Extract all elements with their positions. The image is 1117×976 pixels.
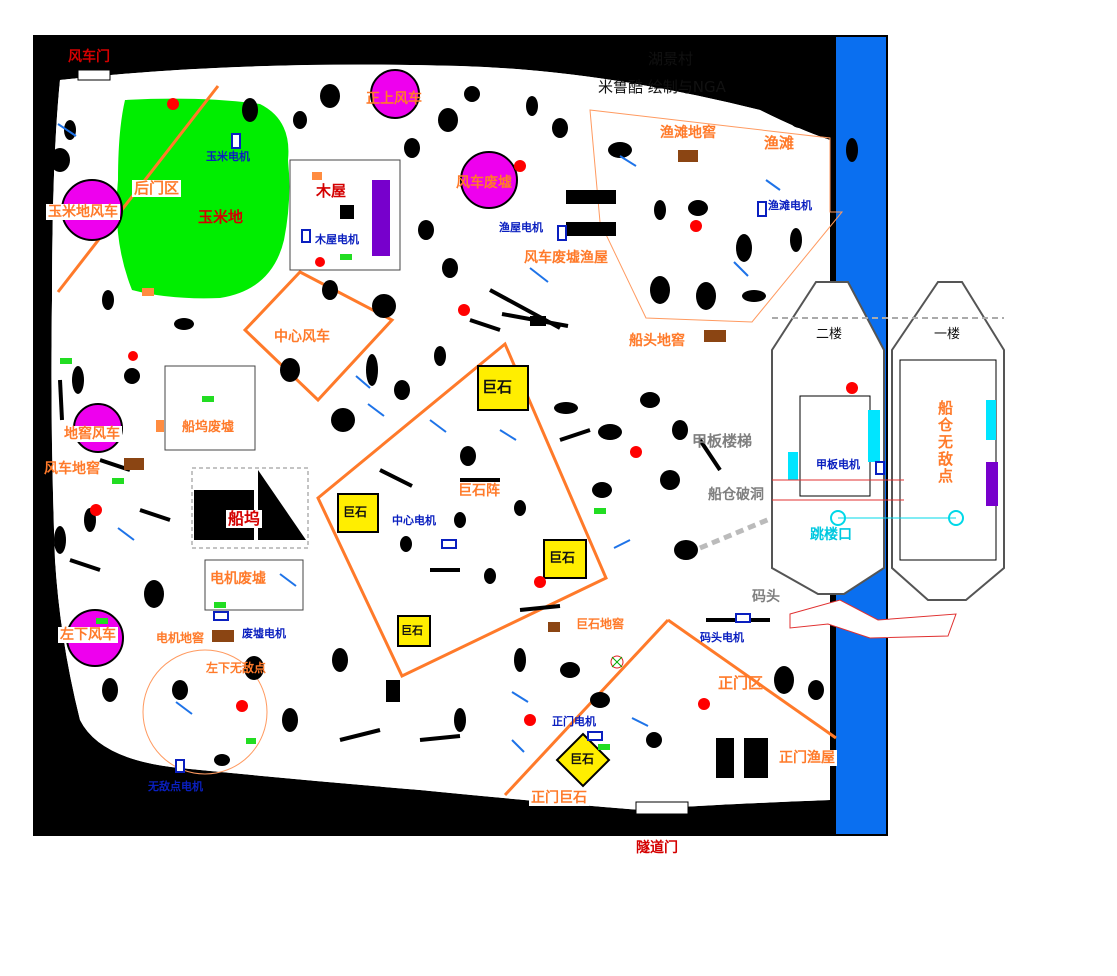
dock-label: 船坞 (226, 509, 263, 528)
hook-x-b (611, 656, 623, 668)
floor1-label: 一楼 (934, 327, 961, 342)
gen-safe-point-label: 无敌点电机 (148, 780, 203, 793)
jump-point-label: 跳楼口 (810, 527, 852, 543)
gen-fish-house-label: 渔屋电机 (499, 221, 543, 234)
windmill-cellar-area-label: 风车地窖 (44, 461, 100, 477)
red-marker-group (90, 98, 858, 726)
main-gate-boulder-label: 正门巨石 (529, 790, 589, 806)
boulder-array-label: 巨石阵 (458, 483, 500, 499)
hold-hole-label: 船仓破洞 (708, 487, 764, 503)
boulder-cellar-label: 巨石地窖 (576, 617, 625, 631)
orange-marker-group (142, 172, 322, 432)
tunnel-gate-shape (635, 801, 689, 815)
cyan-block-b (788, 452, 798, 480)
cyan-block-c (986, 400, 996, 440)
boulder-3-label: 巨石 (549, 551, 576, 566)
hold-safe-label: 船仓无敌点 (938, 399, 954, 485)
windmill-gate-label: 风车门 (68, 49, 110, 65)
beach-outline (589, 109, 844, 323)
bow-cellar-label: 船头地窖 (629, 333, 685, 349)
gen-main-gate-label: 正门电机 (552, 715, 596, 728)
back-gate-zone-label: 后门区 (132, 179, 182, 197)
windmill-cellar-label: 地窖风车 (62, 426, 122, 442)
jump-circle-b (948, 510, 964, 526)
dock-block-b (258, 470, 306, 540)
jump-circle-a (830, 510, 846, 526)
bl-safe-circle (142, 649, 268, 775)
corn-field-label: 玉米地 (198, 208, 244, 226)
main-gate-fish-house-label: 正门渔屋 (777, 750, 837, 766)
generator-group (175, 133, 885, 773)
gate-house-a (716, 738, 734, 778)
pier-bridge (789, 599, 957, 639)
main-gate-zone-label: 正门区 (718, 674, 764, 692)
cabin-building (289, 159, 401, 271)
windmill-gate-shape (77, 69, 111, 81)
fish-house-wall-b (566, 222, 616, 236)
gen-pier-label: 码头电机 (700, 631, 744, 644)
generator-cellar-label: 电机地窖 (156, 631, 205, 645)
dock-ruins-label: 船坞废墟 (182, 420, 235, 435)
beach-label: 渔滩 (764, 134, 795, 152)
boulder-5-label: 巨石 (570, 752, 595, 766)
gen-ruins-label: 废墟电机 (242, 627, 286, 640)
map-credit: 米鲁酷 绘制与NGA (598, 78, 726, 96)
hold-hole-path (699, 515, 773, 551)
boulder-4-label: 巨石 (401, 624, 423, 637)
obstacle-group (50, 84, 858, 776)
ship-hull (771, 281, 1005, 601)
dock-ruins-building (164, 365, 256, 451)
hold-room (899, 359, 997, 561)
cabin-label: 木屋 (316, 182, 347, 200)
corn-field (116, 98, 290, 299)
windmill-top-label: 正上风车 (366, 91, 422, 107)
window-group (57, 123, 781, 753)
ruins-fish-house-label: 风车废墟渔屋 (524, 250, 608, 266)
hold-purple-block (986, 462, 998, 506)
beach-cellar-label: 渔滩地窖 (660, 125, 716, 141)
cellar-group (124, 150, 726, 642)
gen-cabin-label: 木屋电机 (315, 233, 359, 246)
deck-stairs-label: 甲板楼梯 (692, 432, 753, 450)
gate-house-b (744, 738, 768, 778)
boulder-2-label: 巨石 (343, 505, 368, 519)
cyan-block-a (868, 410, 880, 462)
generator-ruins-label: 电机废墟 (210, 571, 266, 587)
gen-deck-label: 甲板电机 (816, 458, 860, 471)
fence-group (58, 288, 770, 742)
pallet-group (60, 254, 610, 750)
dock-outline (191, 467, 309, 549)
gen-center-label: 中心电机 (392, 514, 436, 527)
floor2-label: 二楼 (816, 327, 843, 342)
windmill-bl-label: 左下风车 (58, 627, 118, 643)
gen-beach-label: 渔滩电机 (768, 199, 812, 212)
hook-marker (610, 655, 624, 669)
tunnel-gate-label: 隧道门 (636, 840, 678, 856)
windmill-center-label: 中心风车 (274, 329, 330, 345)
windmill-ruins-label: 风车废墟 (456, 175, 512, 191)
pier-label: 码头 (752, 589, 780, 605)
map-outer-ground (35, 37, 836, 835)
generator-ruins-building (204, 559, 304, 611)
boulder-1-label: 巨石 (482, 378, 513, 396)
gen-corn-label: 玉米电机 (206, 150, 250, 163)
bl-safe-label: 左下无敌点 (206, 661, 267, 675)
map-title: 湖景村 (648, 50, 694, 68)
fish-house-wall-a (566, 190, 616, 204)
boulder-group (337, 365, 611, 788)
windmill-corn-label: 玉米地风车 (46, 204, 120, 220)
